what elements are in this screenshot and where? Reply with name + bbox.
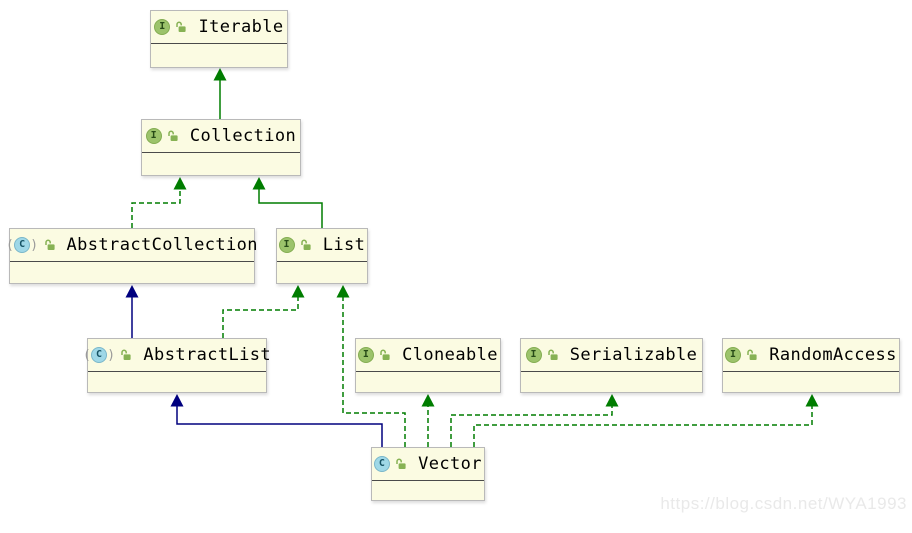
interface-icon: I: [278, 237, 295, 253]
node-title-row: (C) AbstractList: [83, 339, 271, 372]
node-title-row: C Vector: [372, 448, 484, 481]
node-label: Serializable: [569, 345, 698, 365]
watermark-text: https://blog.csdn.net/WYA1993: [660, 494, 907, 513]
interface-icon: I: [725, 347, 742, 363]
node-members-section: [521, 372, 702, 425]
node-members-section: [142, 153, 300, 208]
node-members-section: [356, 372, 500, 425]
interface-icon: I: [525, 347, 542, 363]
class-node-abstract-collection[interactable]: (C) AbstractCollection: [6, 228, 258, 284]
node-title-row: I Cloneable: [356, 339, 500, 372]
node-label: AbstractCollection: [66, 235, 258, 255]
node-members-section: [151, 44, 287, 100]
node-label: RandomAccess: [769, 345, 897, 365]
public-lock-icon: [547, 349, 559, 361]
node-members-section: [10, 262, 254, 316]
class-node-serializable[interactable]: I Serializable: [520, 338, 703, 393]
node-title-row: I List: [277, 229, 367, 262]
node-members-section: [372, 481, 484, 533]
interface-icon: I: [154, 19, 171, 35]
node-label: Cloneable: [402, 345, 498, 365]
node-label: AbstractList: [143, 345, 272, 365]
node-members-section: [723, 372, 899, 425]
class-node-vector[interactable]: C Vector: [371, 447, 485, 501]
class-node-list[interactable]: I List: [276, 228, 368, 284]
node-members-section: [277, 262, 367, 316]
public-lock-icon: [44, 239, 56, 251]
public-lock-icon: [120, 349, 132, 361]
public-lock-icon: [746, 349, 758, 361]
node-label: Vector: [418, 454, 482, 474]
class-node-abstract-list[interactable]: (C) AbstractList: [83, 338, 271, 393]
abstract-class-icon: (C): [6, 237, 39, 253]
abstract-class-icon: (C): [82, 347, 116, 363]
class-node-collection[interactable]: I Collection: [141, 119, 301, 176]
node-label: List: [322, 235, 366, 255]
node-label: Collection: [189, 126, 297, 146]
public-lock-icon: [379, 349, 391, 361]
node-title-row: I Iterable: [151, 11, 287, 44]
node-label: Iterable: [198, 17, 284, 37]
node-title-row: I Collection: [142, 120, 300, 153]
node-title-row: (C) AbstractCollection: [6, 229, 258, 262]
public-lock-icon: [167, 130, 179, 142]
public-lock-icon: [395, 458, 407, 470]
node-title-row: I RandomAccess: [723, 339, 899, 372]
interface-icon: I: [145, 128, 162, 144]
class-node-cloneable[interactable]: I Cloneable: [355, 338, 501, 393]
class-node-iterable[interactable]: I Iterable: [150, 10, 288, 68]
public-lock-icon: [300, 239, 312, 251]
class-node-random-access[interactable]: I RandomAccess: [722, 338, 900, 393]
node-members-section: [88, 372, 266, 425]
public-lock-icon: [175, 21, 187, 33]
class-icon: C: [374, 456, 391, 472]
interface-icon: I: [358, 347, 375, 363]
node-title-row: I Serializable: [521, 339, 702, 372]
